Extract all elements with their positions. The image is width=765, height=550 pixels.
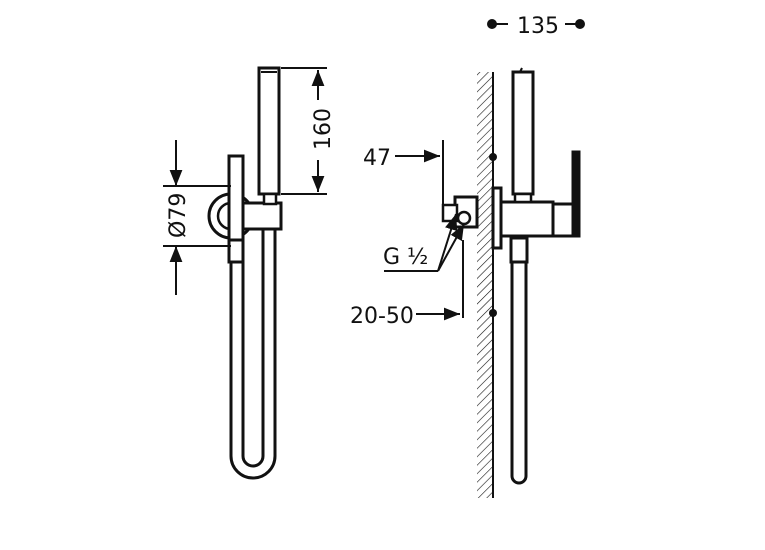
fixing-screw-top (489, 153, 497, 161)
hand-shower (257, 66, 281, 196)
holder-bracket (241, 201, 283, 231)
side-hose-connector (509, 236, 529, 264)
recess-label: 20-50 (350, 304, 414, 329)
diameter-label: Ø79 (166, 193, 191, 238)
height-dimension (281, 67, 327, 195)
width-label: 135 (517, 14, 559, 39)
hose (229, 229, 277, 480)
thread-callout (384, 213, 465, 272)
wall-depth-dimension (395, 140, 444, 205)
fixing-screw-bottom (489, 309, 497, 317)
width-dimension (487, 19, 585, 29)
side-view (441, 67, 581, 498)
wall-hatch (477, 72, 493, 498)
height-label: 160 (311, 108, 336, 150)
diameter-dimension (163, 140, 231, 295)
valve-body (227, 154, 245, 242)
thread-label: G ½ (383, 245, 428, 270)
wall-depth-label: 47 (363, 146, 391, 171)
front-view (207, 66, 283, 480)
side-hose (510, 262, 528, 485)
side-hand-shower (511, 70, 535, 196)
side-body (499, 200, 555, 238)
hose-connector (227, 238, 245, 264)
recess-dimension (416, 240, 464, 321)
